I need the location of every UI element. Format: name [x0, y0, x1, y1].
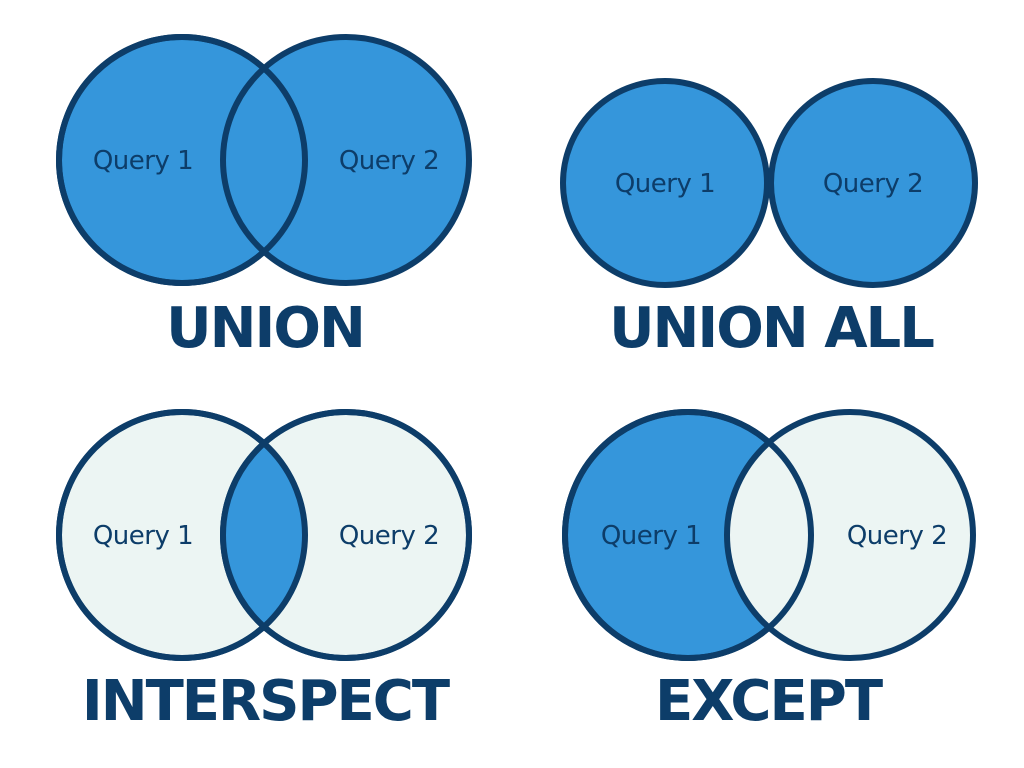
intersect-overlap-region	[223, 412, 305, 658]
except-title: EXCEPT	[655, 669, 883, 734]
union-query-2-label: Query 2	[339, 146, 439, 176]
except-query-2-label: Query 2	[847, 521, 947, 551]
union-query-1-outline	[56, 34, 308, 286]
union-all-query-2-circle	[768, 78, 978, 288]
intersect-query-1-outline	[56, 409, 308, 661]
intersect-title: INTERSPECT	[82, 669, 450, 734]
union-all-title: UNION ALL	[609, 296, 934, 361]
union-title: UNION	[166, 296, 364, 361]
union-venn-diagram: Query 1 Query 2 UNION	[56, 34, 472, 361]
union-all-query-2-label: Query 2	[823, 169, 923, 199]
except-query-1-label: Query 1	[601, 521, 701, 551]
union-all-query-1-circle	[560, 78, 770, 288]
intersect-query-2-label: Query 2	[339, 521, 439, 551]
union-all-query-1-label: Query 1	[615, 169, 715, 199]
intersect-venn-diagram: Query 1 Query 2 INTERSPECT	[56, 409, 472, 734]
except-query-2-circle	[724, 409, 976, 661]
union-query-2-circle	[220, 34, 472, 286]
union-all-diagram: Query 1 Query 2 UNION ALL	[560, 78, 978, 361]
except-query-1-outline	[562, 409, 814, 661]
intersect-query-2-outline	[220, 409, 472, 661]
union-query-1-label: Query 1	[93, 146, 193, 176]
except-venn-diagram: Query 1 Query 2 EXCEPT	[562, 409, 976, 734]
intersect-query-1-label: Query 1	[93, 521, 193, 551]
